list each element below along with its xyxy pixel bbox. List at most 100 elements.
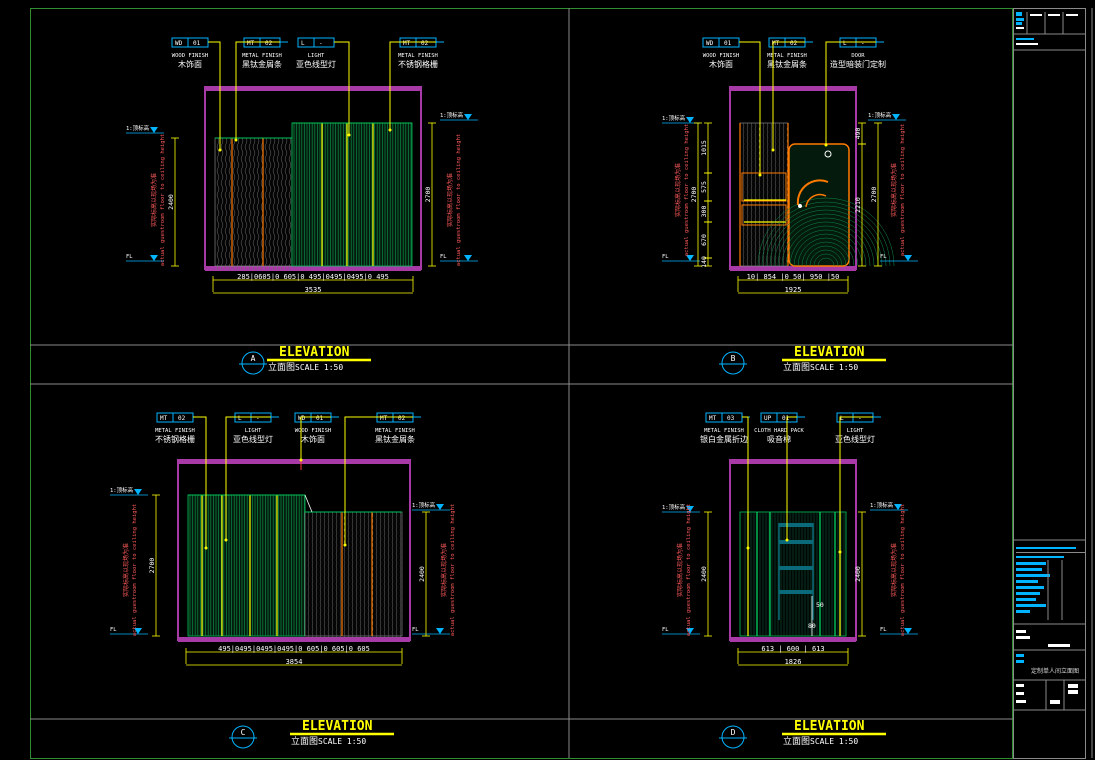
callout-chinese: 不锈钢格栅 [155, 434, 195, 444]
height-note-en: actual guestroom floor to ceiling height [900, 504, 906, 636]
ceiling-slab [205, 86, 421, 91]
dimension-value: 2400 [854, 566, 862, 582]
callout-number: - [861, 40, 865, 47]
callout-code: UP [764, 415, 772, 422]
leader-dot [388, 128, 392, 132]
height-note-en: actual guestroom floor to ceiling height [132, 504, 138, 636]
elevation-heading: ELEVATION [794, 719, 865, 734]
height-note-cn: 实际标高以现场为准 [674, 163, 682, 217]
callout-leader [208, 41, 221, 150]
callout-chinese: 银白金属折边 [700, 434, 748, 444]
callout-code: WD [175, 40, 183, 47]
callout-number: 02 [421, 40, 429, 47]
dimension-value: 575 [700, 181, 708, 193]
callout-number: 02 [790, 40, 798, 47]
callout-chinese: 黑钛金屑条 [375, 434, 415, 444]
level-marker: 1:顶标高 [440, 111, 478, 121]
dimension-value: 2400 [167, 194, 175, 210]
callout-code: WD [706, 40, 714, 47]
wood-panel [304, 511, 403, 639]
callout-code: MT [403, 40, 411, 47]
callout-number: 02 [398, 415, 406, 422]
height-note-cn: 实际标高以现场为准 [890, 163, 898, 217]
dimension-value: 2700 [148, 558, 156, 574]
height-note-cn: 实际标高以现场为准 [676, 543, 684, 597]
height-note-en: actual guestroom floor to ceiling height [684, 124, 690, 256]
callout-number: 03 [727, 415, 735, 422]
callout-number: 02 [265, 40, 273, 47]
height-note-en: actual guestroom floor to ceiling height [160, 134, 166, 266]
callout-leader [344, 416, 413, 545]
right-height-dimension: 2400 [418, 511, 430, 637]
left-height-dimension: 2700 [148, 494, 160, 637]
scale-label: SCALE 1:50 [810, 363, 858, 372]
leader-dot [218, 148, 222, 152]
view-label-circle [721, 725, 745, 749]
callout-number: 02 [178, 415, 186, 422]
callout-code: MT [160, 415, 168, 422]
dimension-value: 300 [700, 206, 708, 218]
level-triangle [894, 504, 902, 510]
level-triangle [904, 628, 912, 634]
callout-number: 01 [316, 415, 324, 422]
callout-leader [839, 416, 873, 552]
leader-dot [347, 133, 351, 137]
dimension-value: 2700 [870, 187, 878, 203]
callout-leader [225, 416, 271, 540]
floor-slab [178, 637, 410, 642]
callout-chinese: 黑钛金屑条 [767, 59, 807, 69]
dimension-value: 1015 [700, 140, 708, 156]
callout-number: - [256, 415, 260, 422]
dimension-value: 140 [700, 256, 708, 268]
callout-english: LIGHT [847, 428, 864, 434]
stacked-height-dimension: 1015 [700, 122, 712, 174]
leader-dot [343, 543, 347, 547]
callout-code: L [238, 415, 242, 422]
callout-leader [772, 41, 805, 150]
height-note-en: actual guestroom floor to ceiling height [686, 504, 692, 636]
level-triangle [686, 117, 694, 123]
leader-dot [299, 458, 303, 462]
level-marker: 1:顶标高 [412, 501, 450, 511]
scale-label: SCALE 1:50 [810, 737, 858, 746]
level-marker: FL [110, 627, 148, 635]
floor-slab [730, 266, 856, 271]
callout-english: CLOTH HARD PACK [754, 428, 804, 434]
level-marker: 1:顶标高 [868, 111, 906, 121]
level-label: FL [412, 627, 419, 633]
left-height-dimension: 2400 [700, 511, 712, 637]
drawing-name-label: 定制单人间立面图 [1031, 667, 1079, 675]
leader-dot [204, 546, 208, 550]
view-id: C [241, 728, 246, 737]
callout-number: 01 [193, 40, 201, 47]
level-triangle [150, 127, 158, 133]
callout-code: MT [772, 40, 780, 47]
ceiling-slab [178, 459, 410, 464]
leader-dot [234, 138, 238, 142]
callout-code: MT [247, 40, 255, 47]
callout-chinese: 亚色线型灯 [233, 434, 273, 444]
elevation-subtitle: 立面图 [783, 361, 810, 373]
level-label: FL [880, 254, 887, 260]
wood-panel [214, 137, 293, 271]
elevation-heading: ELEVATION [794, 345, 865, 360]
shelf-board [779, 540, 813, 544]
callout-english: LIGHT [245, 428, 262, 434]
callout-code: WD [298, 415, 306, 422]
stacked-height-dimension: 140 [700, 256, 712, 268]
level-label: FL [440, 254, 447, 260]
right-height-dimension: 2700 [870, 122, 882, 267]
